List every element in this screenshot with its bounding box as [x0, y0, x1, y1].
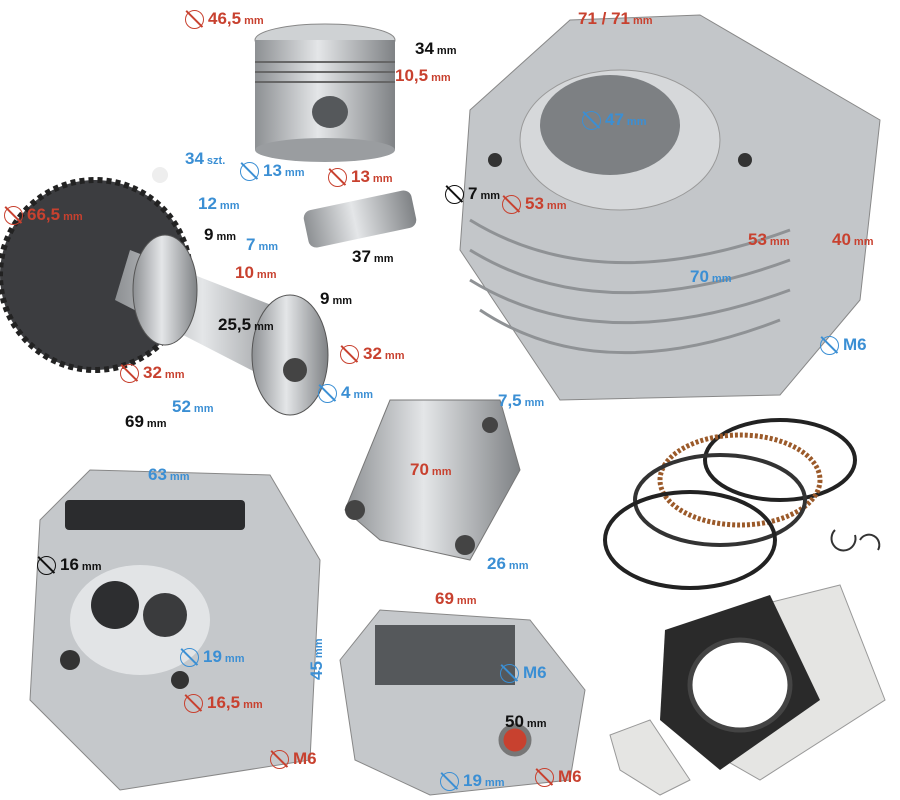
- diameter-icon: [240, 162, 259, 181]
- rocker-arm-assembly: [344, 399, 521, 561]
- diameter-icon: [500, 664, 519, 683]
- gaskets: [609, 584, 886, 796]
- diameter-icon: [582, 111, 601, 130]
- diameter-icon: [440, 772, 459, 791]
- diameter-icon: [270, 750, 289, 769]
- diameter-icon: [820, 336, 839, 355]
- label-head2-m6-blue: M6: [500, 664, 547, 683]
- label-cylinder-thread: M6: [820, 336, 867, 355]
- diameter-icon: [445, 185, 464, 204]
- diameter-icon: [120, 364, 139, 383]
- diameter-icon: [4, 206, 23, 225]
- cylinder-head-left: [29, 469, 321, 791]
- label-head2-m6-red: M6: [535, 768, 582, 787]
- diameter-icon: [502, 195, 521, 214]
- diameter-icon: [184, 694, 203, 713]
- diameter-icon: [535, 768, 554, 787]
- cylinder-head-right: [339, 609, 586, 796]
- diameter-icon: [180, 648, 199, 667]
- piston-pin: [303, 190, 417, 248]
- diameter-icon: [328, 168, 347, 187]
- label-head-m6-left: M6: [270, 750, 317, 769]
- diameter-icon: [318, 384, 337, 403]
- piston-rings: [603, 418, 881, 590]
- diameter-icon: [340, 345, 359, 364]
- piston: [254, 23, 396, 162]
- camshaft: [0, 167, 329, 416]
- cylinder: [459, 14, 881, 401]
- diameter-icon: [185, 10, 204, 29]
- diameter-icon: [37, 556, 56, 575]
